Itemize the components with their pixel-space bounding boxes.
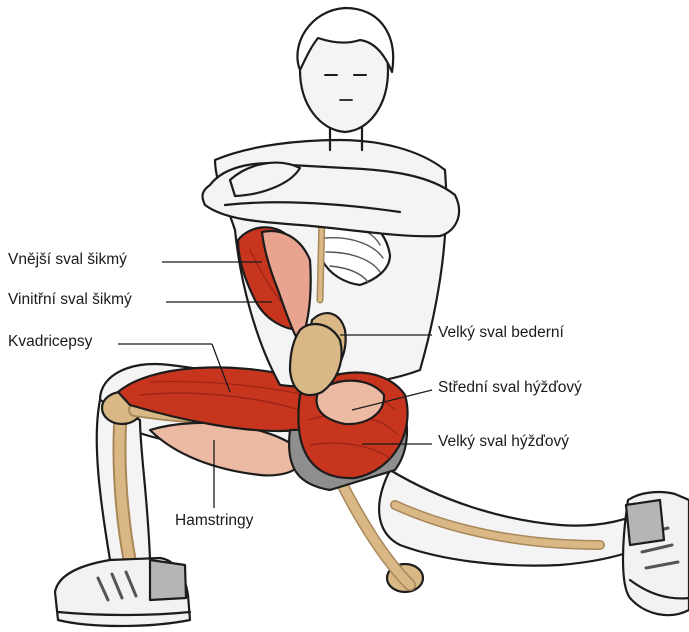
label-gluteus-medius: Střední sval hýžďový xyxy=(438,379,582,397)
head xyxy=(297,8,393,150)
label-hamstrings: Hamstringy xyxy=(175,512,253,530)
label-external-oblique: Vnější sval šikmý xyxy=(8,251,127,269)
label-quadriceps: Kvadricepsy xyxy=(8,333,92,351)
label-gluteus-maximus: Velký sval hýžďový xyxy=(438,433,569,451)
back-shoe xyxy=(623,492,689,615)
label-psoas-major: Velký sval bederní xyxy=(438,324,564,342)
label-internal-oblique: Vinitřní sval šikmý xyxy=(8,291,132,309)
front-shoe xyxy=(55,558,190,626)
